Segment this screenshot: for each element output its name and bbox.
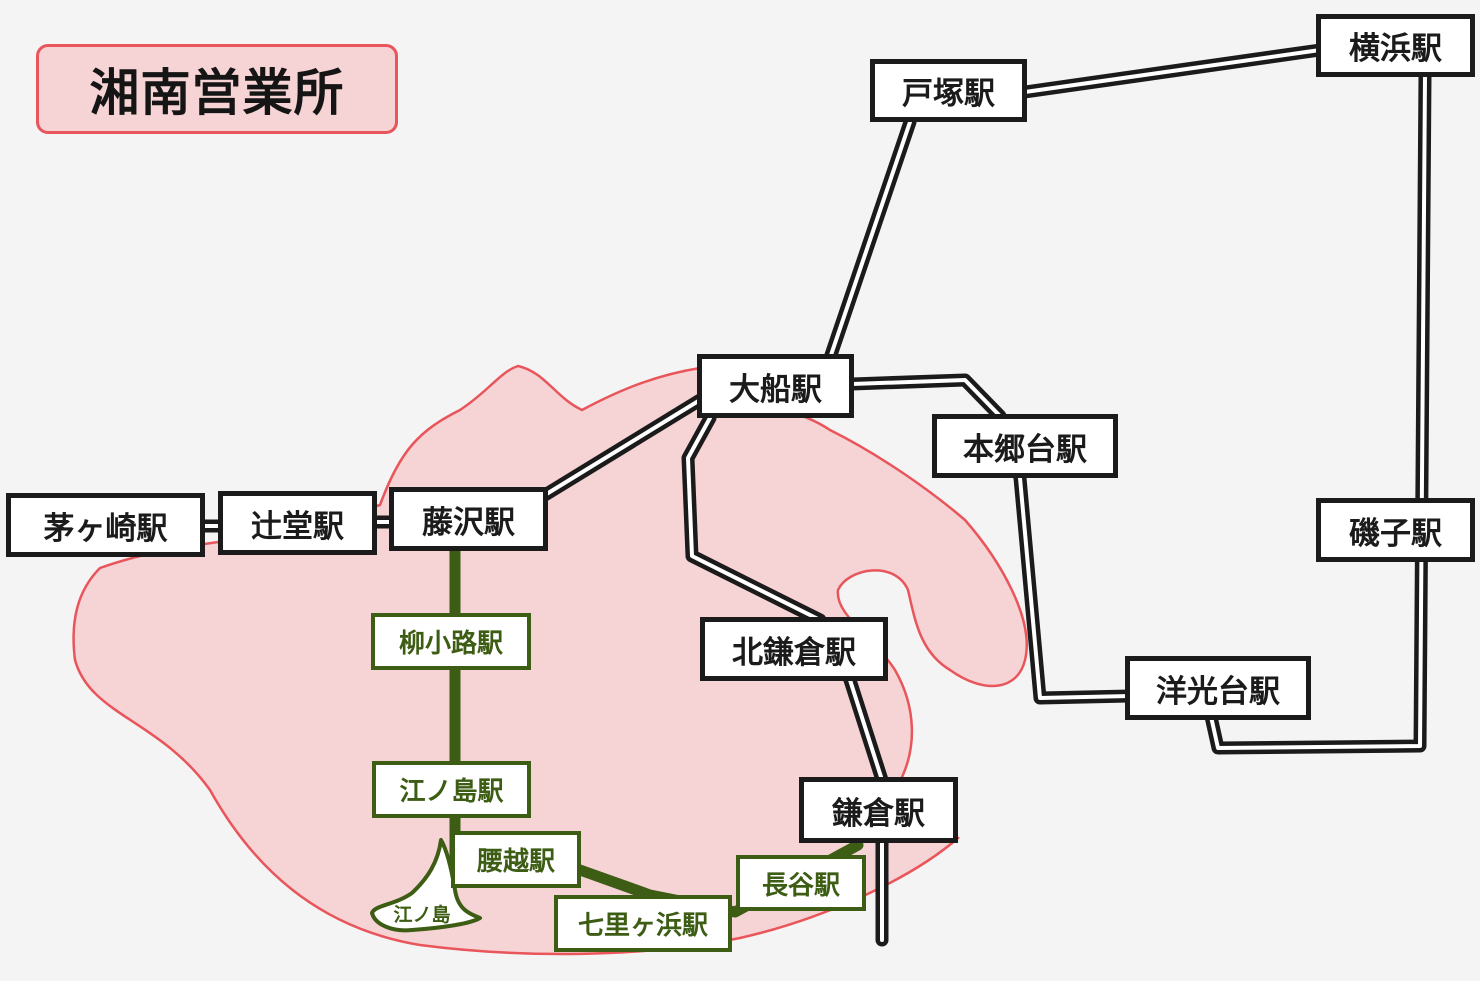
station-hase[interactable]: 長谷駅	[736, 855, 866, 911]
station-yokodai[interactable]: 洋光台駅	[1125, 656, 1311, 720]
page-title: 湘南営業所	[36, 44, 398, 134]
station-ofuna[interactable]: 大船駅	[697, 354, 854, 418]
station-yokohama[interactable]: 横浜駅	[1316, 14, 1475, 77]
station-koshigoe[interactable]: 腰越駅	[451, 831, 581, 888]
station-chigasaki[interactable]: 茅ヶ崎駅	[6, 493, 205, 557]
station-isogo[interactable]: 磯子駅	[1316, 498, 1475, 562]
enoshima-label: 江ノ島	[393, 904, 451, 926]
track-yokohama-isogo-yokodai	[1203, 69, 1432, 755]
station-kamakura[interactable]: 鎌倉駅	[799, 777, 958, 843]
station-tsujido[interactable]: 辻堂駅	[218, 491, 377, 555]
enoshima-island-shape	[370, 838, 482, 933]
station-shichirigahama[interactable]: 七里ヶ浜駅	[554, 895, 732, 952]
station-hongodai[interactable]: 本郷台駅	[932, 414, 1118, 478]
station-totsuka[interactable]: 戸塚駅	[870, 59, 1027, 122]
station-enoshima[interactable]: 江ノ島駅	[372, 761, 531, 818]
station-fujisawa[interactable]: 藤沢駅	[389, 487, 548, 551]
station-kitakamakura[interactable]: 北鎌倉駅	[700, 617, 888, 681]
station-yanagikoji[interactable]: 柳小路駅	[371, 613, 531, 670]
